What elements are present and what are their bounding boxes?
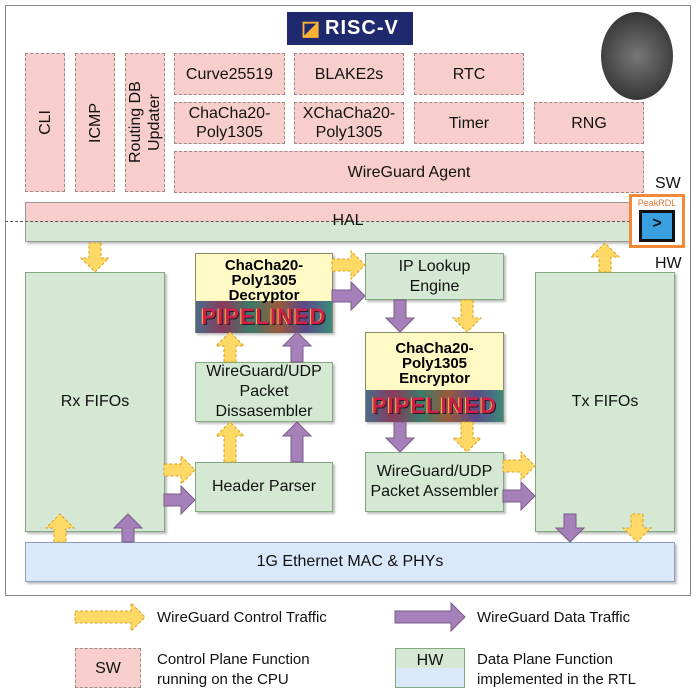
peakrdl-icon-text: PeakRDL — [637, 198, 677, 208]
control-traffic-arrow — [451, 299, 483, 333]
icmp-block: ICMP — [75, 53, 115, 192]
ethernet-block: 1G Ethernet MAC & PHYs — [25, 542, 675, 582]
control-traffic-arrow — [621, 513, 653, 543]
routing-db-block: Routing DB Updater — [125, 53, 165, 192]
assembler-block: WireGuard/UDP Packet Assembler — [365, 452, 504, 512]
cli-block: CLI — [25, 53, 65, 192]
data-traffic-arrow — [163, 484, 196, 516]
sw-hw-boundary — [5, 221, 630, 222]
legend-data-label: WireGuard Data Traffic — [477, 609, 631, 626]
hal-label: HAL — [332, 212, 364, 229]
data-traffic-arrow — [384, 299, 416, 333]
diagram-frame — [5, 5, 691, 596]
decryptor-block: ChaCha20-Poly1305 Decryptor PIPELINED — [195, 253, 333, 333]
data-traffic-arrow — [502, 480, 536, 512]
rng-block: RNG — [534, 102, 644, 144]
pipelined-image: PIPELINED — [366, 390, 503, 422]
legend-sw-box: SW — [75, 648, 141, 688]
control-traffic-arrow — [331, 249, 366, 281]
vproc-badge — [601, 12, 673, 100]
peakrdl-icon: PeakRDL > — [629, 194, 685, 248]
sw-label: SW — [655, 175, 681, 192]
pipelined-image: PIPELINED — [196, 301, 332, 333]
hw-label: HW — [655, 255, 682, 272]
xchacha-block: XChaCha20-Poly1305 — [294, 102, 404, 144]
disassembler-block: WireGuard/UDP Packet Dissasembler — [195, 362, 333, 422]
control-traffic-arrow — [502, 450, 536, 482]
legend-control-label: WireGuard Control Traffic — [157, 609, 327, 626]
control-traffic-arrow — [589, 242, 621, 273]
data-traffic-arrow — [281, 331, 313, 363]
control-traffic-arrow — [214, 421, 246, 463]
chacha-block: ChaCha20-Poly1305 — [174, 102, 285, 144]
timer-block: Timer — [414, 102, 524, 144]
data-traffic-arrow — [331, 280, 366, 312]
control-traffic-arrow — [79, 242, 111, 273]
risc-v-logo: ◪RISC-V — [287, 12, 413, 45]
data-traffic-arrow — [554, 513, 586, 543]
blake2s-block: BLAKE2s — [294, 53, 404, 95]
ip-lookup-block: IP Lookup Engine — [365, 253, 504, 300]
rtc-block: RTC — [414, 53, 524, 95]
hal-block — [25, 202, 671, 242]
wireguard-agent-block: WireGuard Agent — [174, 151, 644, 193]
header-parser-block: Header Parser — [195, 462, 333, 512]
control-traffic-arrow — [214, 331, 246, 363]
control-traffic-arrow — [74, 601, 146, 633]
encryptor-block: ChaCha20-Poly1305 Encryptor PIPELINED — [365, 332, 504, 422]
data-traffic-arrow — [384, 421, 416, 453]
data-traffic-arrow — [112, 513, 144, 543]
rx-fifos-block: Rx FIFOs — [25, 272, 165, 532]
curve25519-block: Curve25519 — [174, 53, 285, 95]
control-traffic-arrow — [163, 454, 196, 486]
legend-hw-box: HW — [395, 648, 465, 688]
data-traffic-arrow — [281, 421, 313, 463]
control-traffic-arrow — [44, 513, 76, 543]
control-traffic-arrow — [451, 421, 483, 453]
data-traffic-arrow — [394, 601, 466, 633]
